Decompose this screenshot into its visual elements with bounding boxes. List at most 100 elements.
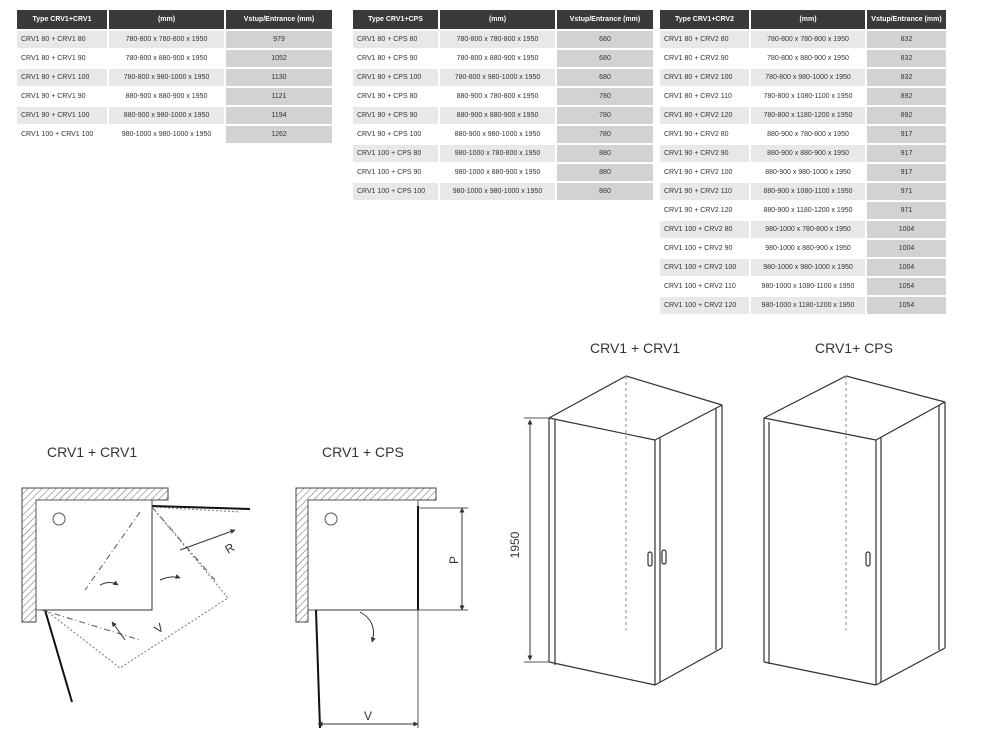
dimensions-cell: 880-900 x 980-1000 x 1950: [109, 107, 226, 124]
type-cell: CRV1 90 + CPS 80: [353, 88, 440, 105]
spec-table-crv1-cps: Type CRV1+CPS (mm) Vstup/Entrance (mm) C…: [353, 8, 653, 202]
entrance-cell: 780: [557, 107, 653, 124]
dimensions-cell: 980-1000 x 980-1000 x 1950: [109, 126, 226, 143]
entrance-cell: 1194: [226, 107, 332, 124]
view-crv1-crv1-title: CRV1 + CRV1: [590, 340, 681, 356]
dimensions-cell: 980-1000 x 780-800 x 1950: [440, 145, 557, 162]
col-type-header: Type CRV1+CPS: [353, 10, 440, 29]
view-crv1-cps-drawing: [763, 375, 946, 686]
panel-label-p: P: [447, 556, 461, 564]
plan-crv1-cps-title: CRV1 + CPS: [322, 444, 404, 460]
entrance-cell: 1054: [867, 297, 946, 314]
entrance-cell: 1004: [867, 221, 946, 238]
type-cell: CRV1 80 + CRV1 90: [17, 50, 109, 67]
col-type-header: Type CRV1+CRV1: [17, 10, 109, 29]
entrance-cell: 1121: [226, 88, 332, 105]
entrance-cell: 680: [557, 31, 653, 48]
entrance-cell: 1054: [867, 278, 946, 295]
radius-label: R: [223, 540, 238, 557]
type-cell: CRV1 100 + CRV2 120: [660, 297, 751, 314]
type-cell: CRV1 90 + CRV1 90: [17, 88, 109, 105]
plan-crv1-crv1-title: CRV1 + CRV1: [47, 444, 138, 460]
type-cell: CRV1 100 + CRV2 100: [660, 259, 751, 276]
type-cell: CRV1 80 + CPS 80: [353, 31, 440, 48]
col-entrance-header: Vstup/Entrance (mm): [226, 10, 332, 29]
entrance-cell: 1052: [226, 50, 332, 67]
type-cell: CRV1 100 + CRV2 90: [660, 240, 751, 257]
type-cell: CRV1 80 + CRV1 100: [17, 69, 109, 86]
type-cell: CRV1 100 + CRV1 100: [17, 126, 109, 143]
entrance-cell: 680: [557, 50, 653, 67]
dimensions-cell: 880-900 x 980-1000 x 1950: [751, 164, 867, 181]
type-cell: CRV1 90 + CRV2 110: [660, 183, 751, 200]
type-cell: CRV1 80 + CRV2 80: [660, 31, 751, 48]
col-dimensions-header: (mm): [440, 10, 557, 29]
col-dimensions-header: (mm): [109, 10, 226, 29]
dimensions-cell: 780-800 x 1080-1100 x 1950: [751, 88, 867, 105]
view-crv1-crv1-drawing: [524, 375, 723, 686]
dimensions-cell: 980-1000 x 1080-1100 x 1950: [751, 278, 867, 295]
col-dimensions-header: (mm): [751, 10, 867, 29]
entrance-cell: 917: [867, 145, 946, 162]
entrance-cell: 971: [867, 183, 946, 200]
entrance-cell: 1130: [226, 69, 332, 86]
dimensions-cell: 880-900 x 980-1000 x 1950: [440, 126, 557, 143]
dimensions-cell: 980-1000 x 980-1000 x 1950: [751, 259, 867, 276]
entrance-cell: 880: [557, 164, 653, 181]
plan-crv1-crv1-drawing: [21, 487, 251, 703]
dimensions-cell: 880-900 x 780-800 x 1950: [440, 88, 557, 105]
type-cell: CRV1 100 + CRV2 110: [660, 278, 751, 295]
dimensions-cell: 780-800 x 880-900 x 1950: [109, 50, 226, 67]
table-header-row: Type CRV1+CRV1 (mm) Vstup/Entrance (mm): [17, 10, 332, 29]
type-cell: CRV1 90 + CPS 90: [353, 107, 440, 124]
dimensions-cell: 780-800 x 780-800 x 1950: [751, 31, 867, 48]
entrance-cell: 832: [867, 31, 946, 48]
spec-table-crv1-crv1: Type CRV1+CRV1 (mm) Vstup/Entrance (mm) …: [17, 8, 332, 145]
type-cell: CRV1 90 + CRV2 90: [660, 145, 751, 162]
dimensions-cell: 980-1000 x 980-1000 x 1950: [440, 183, 557, 200]
dimensions-cell: 980-1000 x 880-900 x 1950: [751, 240, 867, 257]
entrance-cell: 832: [867, 50, 946, 67]
dimensions-cell: 980-1000 x 1180-1200 x 1950: [751, 297, 867, 314]
type-cell: CRV1 90 + CRV2 80: [660, 126, 751, 143]
spec-table-crv1-crv2: Type CRV1+CRV2 (mm) Vstup/Entrance (mm) …: [660, 8, 946, 316]
type-cell: CRV1 100 + CRV2 80: [660, 221, 751, 238]
dimensions-cell: 880-900 x 880-900 x 1950: [751, 145, 867, 162]
entrance-cell: 1004: [867, 240, 946, 257]
entrance-cell: 780: [557, 126, 653, 143]
entrance-cell: 832: [867, 69, 946, 86]
entrance-cell: 680: [557, 69, 653, 86]
dimensions-cell: 880-900 x 1180-1200 x 1950: [751, 202, 867, 219]
dimensions-cell: 780-800 x 780-800 x 1950: [109, 31, 226, 48]
entrance-cell: 971: [867, 202, 946, 219]
table-header-row: Type CRV1+CPS (mm) Vstup/Entrance (mm): [353, 10, 653, 29]
type-cell: CRV1 100 + CPS 80: [353, 145, 440, 162]
col-entrance-header: Vstup/Entrance (mm): [557, 10, 653, 29]
entrance-cell: 780: [557, 88, 653, 105]
entrance-cell: 917: [867, 126, 946, 143]
type-cell: CRV1 80 + CRV2 90: [660, 50, 751, 67]
